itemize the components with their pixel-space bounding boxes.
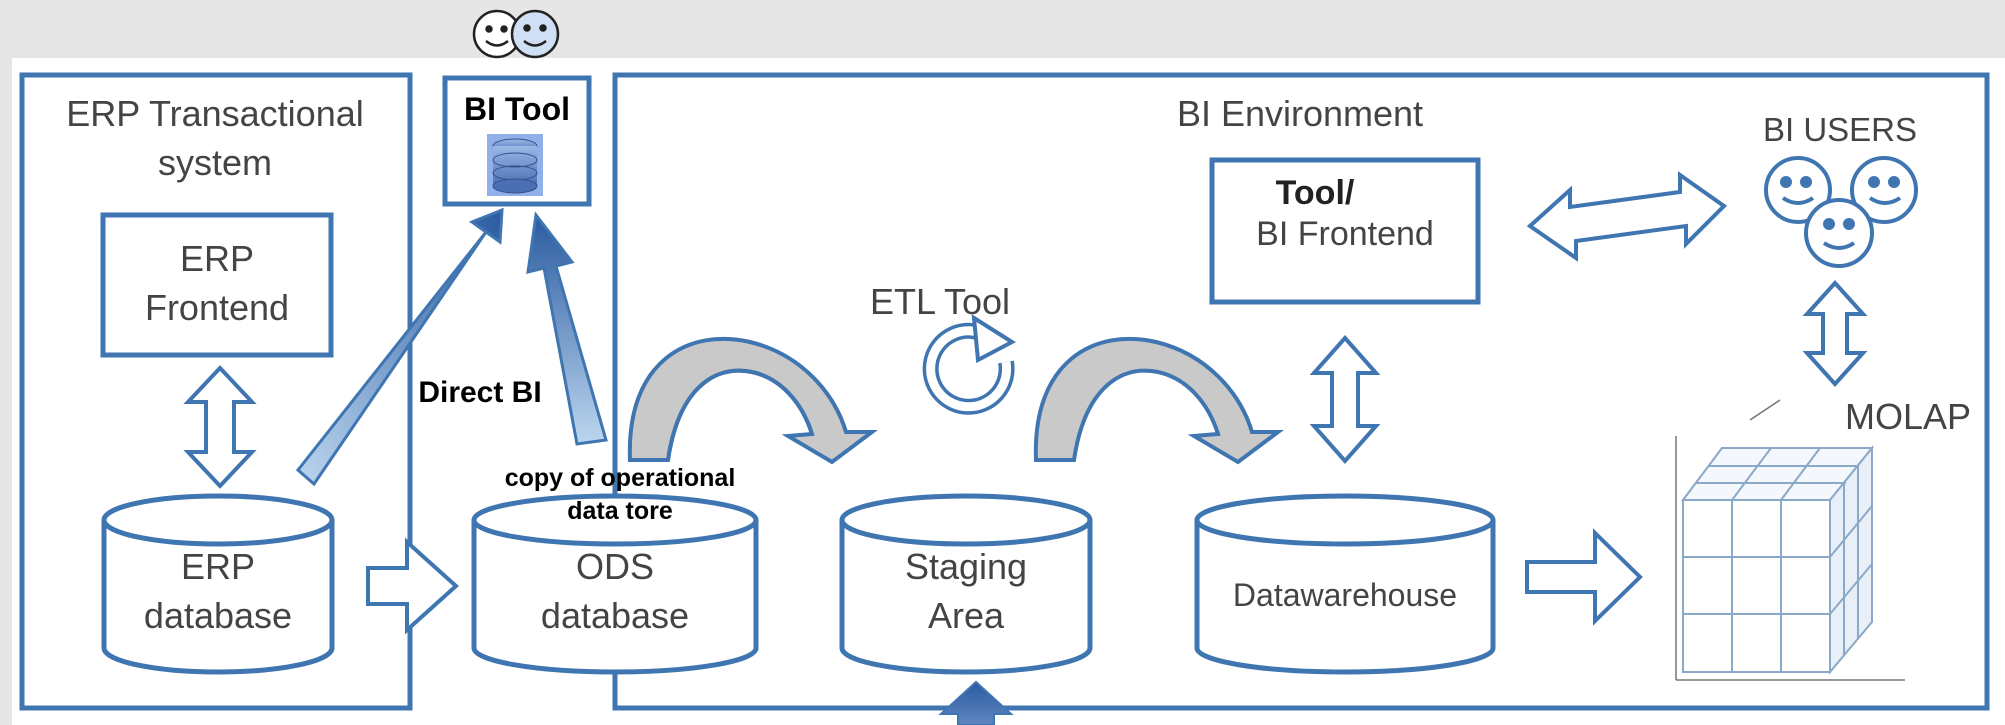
direct-bi-label: Direct BI [418,376,542,409]
frontend-users-double-arrow [1526,171,1728,262]
ods-to-bi-tool-arrow [526,211,608,446]
erp-panel [19,72,413,711]
erp-panel-title-line2: system [157,141,272,183]
etl-tool-label: ETL Tool [869,281,1011,322]
etl-cycle-icon [922,314,1016,415]
erp-database-line1: ERP [180,546,256,587]
erp-database-line2: database [143,594,293,636]
staging-area-line1: Staging [904,546,1028,587]
bi-users-label: BI USERS [1762,111,1918,148]
staging-area-cylinder [839,493,1093,675]
erp-database-cylinder [101,493,335,675]
bi-frontend-box [1209,157,1481,305]
erp-database-label: ERP database [104,543,332,640]
ods-database-label: ODS database [474,543,756,640]
bi-frontend-label: Tool/ BI Frontend [1212,173,1478,255]
erp-double-arrow [183,365,257,489]
erp-to-ods-arrow [366,537,459,635]
erp-frontend-line2: Frontend [144,286,290,328]
molap-label: MOLAP [1844,396,1972,437]
ods-database-line2: database [540,594,690,636]
staging-area-line2: Area [927,594,1005,636]
ods-to-staging-curved-arrow [627,336,878,465]
bi-tool-label: BI Tool [463,91,571,127]
datawarehouse-cylinder [1194,493,1496,675]
erp-frontend-label: ERP Frontend [103,235,331,332]
ods-note-label: copy of operational data tore [480,462,760,527]
erp-panel-title: ERP Transactional system [52,90,378,187]
staging-area-label: Staging Area [842,543,1090,640]
ods-database-cylinder [471,493,759,675]
erp-to-bi-tool-arrow [295,207,504,487]
bi-frontend-line1: Tool/ [1275,174,1355,212]
erp-frontend-box [100,212,334,358]
staging-to-datawarehouse-curved-arrow [1033,336,1284,465]
ods-note-line2: data tore [567,496,673,525]
bi-users-icon [1764,156,1918,268]
bi-environment-panel [612,72,1990,711]
users-icon [472,9,560,59]
datawarehouse-frontend-double-arrow [1309,334,1381,465]
ods-database-line1: ODS [575,546,654,587]
database-icon [487,134,543,196]
bi-frontend-line2: BI Frontend [1256,214,1434,253]
ods-note-line1: copy of operational [504,464,736,492]
datawarehouse-label: Datawarehouse [1232,577,1458,613]
users-molap-double-arrow [1802,280,1868,387]
bi-environment-title: BI Environment [1176,93,1424,134]
molap-cube-icon [1675,399,1905,681]
erp-panel-title-line1: ERP Transactional [66,93,364,134]
erp-frontend-line1: ERP [179,238,255,279]
staging-input-arrow [938,680,1014,725]
datawarehouse-to-molap-arrow [1525,528,1643,626]
